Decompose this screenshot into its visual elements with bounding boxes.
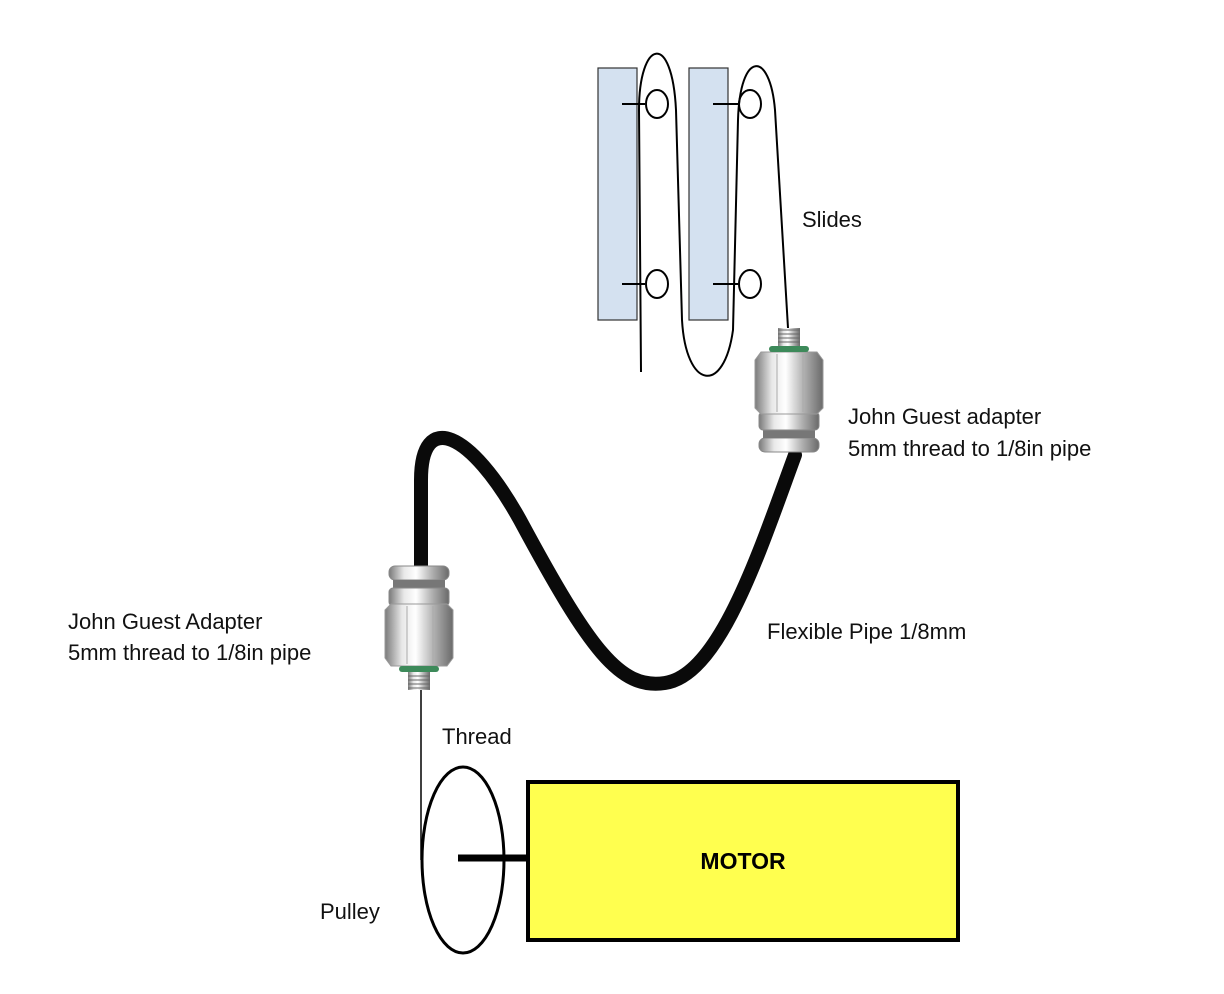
adapter-bottom-label-1: John Guest Adapter: [68, 609, 263, 634]
motor-body: [526, 780, 960, 942]
motor-label: MOTOR: [700, 847, 786, 874]
flexible-pipe: [414, 431, 802, 691]
pulley-label: Pulley: [320, 899, 380, 924]
thread-over-slides: [637, 52, 789, 377]
slide-right: [688, 67, 729, 321]
adapter-top-label-2: 5mm thread to 1/8in pipe: [848, 436, 1092, 461]
slide-left: [597, 67, 638, 321]
adapter-bottom-label-2: 5mm thread to 1/8in pipe: [68, 640, 312, 665]
john-guest-adapter-top: [754, 327, 824, 453]
slides-label: Slides: [802, 207, 862, 232]
john-guest-adapter-bottom: [384, 565, 454, 691]
adapter-top-label-1: John Guest adapter: [848, 404, 1042, 429]
pipe-label: Flexible Pipe 1/8mm: [767, 619, 967, 644]
thread-label: Thread: [442, 724, 512, 749]
